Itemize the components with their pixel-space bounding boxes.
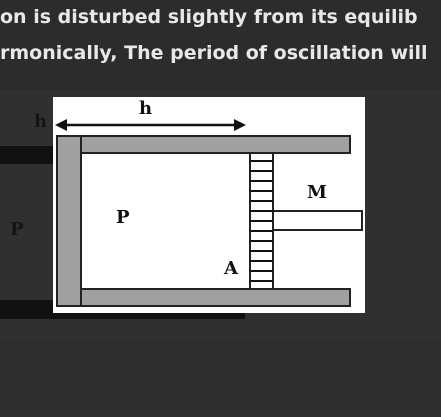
background-top-wall [0,146,56,164]
cylinder-interior [80,152,251,290]
cylinder-piston-diagram [55,119,363,307]
cylinder-left-wall [56,135,82,307]
cylinder-piston-figure: h M P A [53,97,365,313]
background-h-label: h [34,111,48,132]
question-text-area: on is disturbed slightly from its equili… [0,0,441,90]
cylinder-top-wall [56,135,351,154]
footer-area [0,341,441,417]
question-line-1: on is disturbed slightly from its equili… [0,6,418,28]
background-p-label: P [10,219,24,240]
mass-m-label: M [307,182,327,203]
h-arrow-left-head [55,119,67,131]
cylinder-bottom-wall [56,288,351,307]
piston-rod [272,210,363,231]
pressure-p-label: P [116,207,130,228]
length-h-label: h [139,98,153,119]
h-arrow-right-head [234,119,246,131]
area-a-label: A [224,258,238,279]
piston-hatching [250,160,273,282]
question-line-2: rmonically, The period of oscillation wi… [0,42,428,64]
